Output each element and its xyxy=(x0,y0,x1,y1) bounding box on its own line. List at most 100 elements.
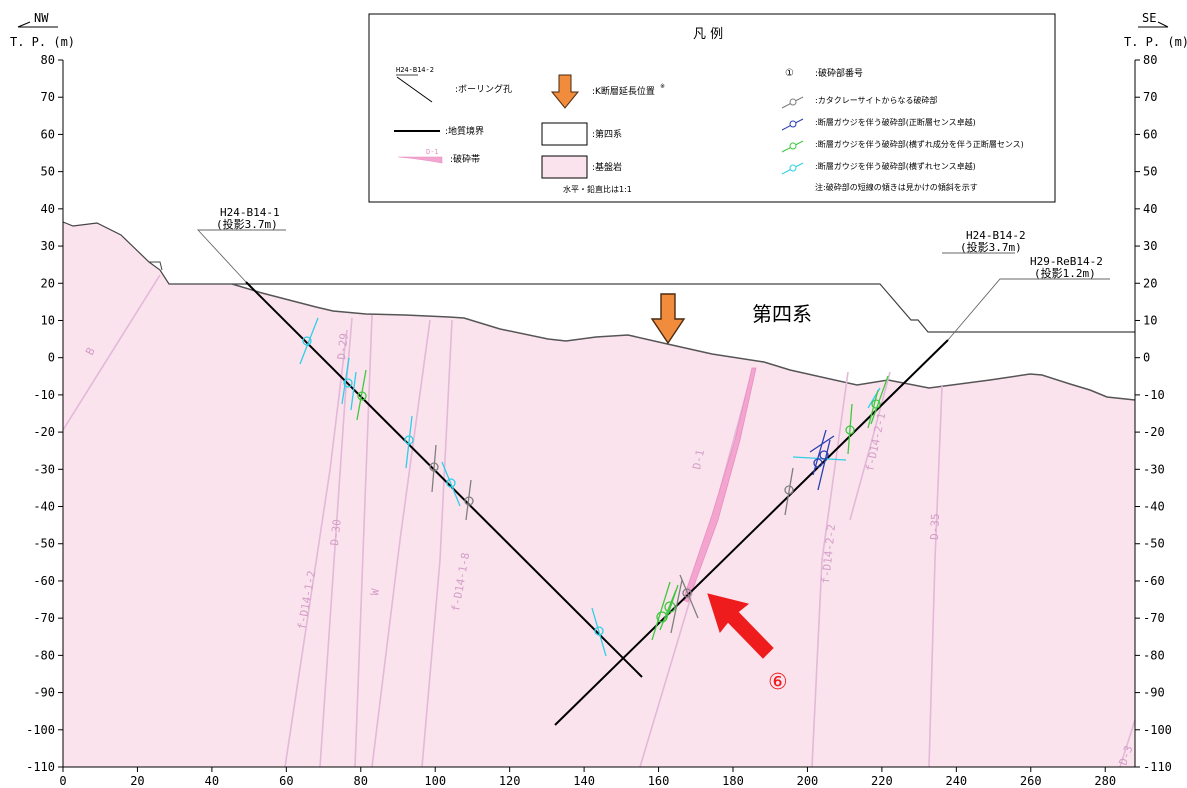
x-tick-label: 100 xyxy=(424,774,446,788)
red-arrow xyxy=(707,593,774,659)
borehole-leaders xyxy=(196,229,1110,341)
y-tick-label-right: 0 xyxy=(1143,351,1150,365)
y-tick-label-right: -50 xyxy=(1143,537,1165,551)
x-tick-label: 160 xyxy=(648,774,670,788)
marker-circle xyxy=(656,611,668,623)
marker-label: ⑥ xyxy=(768,670,788,695)
header-left: NW T. P. (m) xyxy=(10,11,75,49)
y-tick-label-right: -80 xyxy=(1143,648,1165,662)
fault-label-d35: D-35 xyxy=(928,513,942,540)
fault-line-d35 xyxy=(928,385,943,768)
x-tick-label: 140 xyxy=(573,774,595,788)
borehole-label-2-name: H24-B14-2 xyxy=(966,229,1026,242)
marker-circle xyxy=(819,450,829,460)
marker-circle xyxy=(871,399,881,409)
y-tick-label-left: 60 xyxy=(41,127,55,141)
y-tick-label-right: -90 xyxy=(1143,686,1165,700)
y-tick-label-left: -50 xyxy=(33,537,55,551)
fault-label-d30: D-30 xyxy=(328,519,344,547)
marker-circle xyxy=(464,496,474,506)
borehole-label-3-name: H29-ReB14-2 xyxy=(1030,255,1103,268)
y-tick-label-left: 70 xyxy=(41,90,55,104)
marker-gray xyxy=(465,479,472,521)
marker-cyan xyxy=(350,371,357,411)
y-tick-label-left: -60 xyxy=(33,574,55,588)
marker-cyan xyxy=(299,317,319,365)
borehole-label-1-proj: (投影3.7m) xyxy=(216,217,278,231)
marker-green xyxy=(651,581,671,641)
y-tick-label-left: 40 xyxy=(41,202,55,216)
legend-k-note: ※ xyxy=(660,83,665,90)
y-tick-label-left: -30 xyxy=(33,462,55,476)
legend-box xyxy=(368,13,1056,203)
fault-line-d29 xyxy=(319,317,353,768)
y-tick-label-right: 40 xyxy=(1143,202,1157,216)
fault-line-d3 xyxy=(1119,719,1136,768)
quaternary-step-line xyxy=(149,261,163,271)
y-tick-label-left: -70 xyxy=(33,611,55,625)
marker-blue xyxy=(812,429,827,476)
y-tick-label-left: -100 xyxy=(26,723,55,737)
y-tick-label-left: -80 xyxy=(33,648,55,662)
legend-title: 凡 例 xyxy=(693,27,723,42)
y-tick-label-left: 0 xyxy=(48,351,55,365)
bedrock-area xyxy=(63,222,1135,767)
x-tick-label: 180 xyxy=(722,774,744,788)
y-tick-label-left: 30 xyxy=(41,239,55,253)
marker-cyan xyxy=(341,357,350,405)
y-tick-label-left: -90 xyxy=(33,686,55,700)
y-tick-label-right: -60 xyxy=(1143,574,1165,588)
marker-green xyxy=(847,403,853,455)
k-fault-arrow xyxy=(650,293,686,345)
borehole-h24-b14-1 xyxy=(245,281,643,678)
legend-k-label: :K断層延長位置 xyxy=(592,85,655,97)
y-tick-label-right: -20 xyxy=(1143,425,1165,439)
y-tick-label-left: -10 xyxy=(33,388,55,402)
y-tick-label-right: 60 xyxy=(1143,127,1157,141)
x-tick-label: 40 xyxy=(205,774,219,788)
x-tick-label: 280 xyxy=(1094,774,1116,788)
borehole-label-1-name: H24-B14-1 xyxy=(220,206,280,219)
legend-borehole-sample: H24-B14-2 xyxy=(396,66,434,74)
fault-label-f22: f-D14-2-2 xyxy=(819,524,838,585)
y-tick-label-right: 50 xyxy=(1143,165,1157,179)
legend-gouge-strike-label: :断層ガウジを伴う破砕部(横ずれセンス卓越) xyxy=(815,161,976,171)
marker-green xyxy=(356,369,367,421)
marker-green xyxy=(870,375,889,425)
y-tick-label-right: -100 xyxy=(1143,723,1172,737)
legend-bedrock-swatch xyxy=(541,155,588,179)
legend-zone-symbol: ① xyxy=(785,68,794,79)
x-tick-label: 80 xyxy=(354,774,368,788)
marker-circle xyxy=(682,588,692,598)
marker-circle xyxy=(784,485,794,495)
marker-cyan xyxy=(405,415,413,469)
y-tick-label-right: 70 xyxy=(1143,90,1157,104)
fault-label-w: W xyxy=(368,587,382,596)
marker-gray xyxy=(670,579,683,634)
y-tick-label-right: -70 xyxy=(1143,611,1165,625)
header-right: SE T. P. (m) xyxy=(1124,11,1187,49)
bedrock-top-line xyxy=(231,283,1136,401)
left-axis-label: T. P. (m) xyxy=(10,35,75,49)
fracture-markers xyxy=(299,317,889,657)
marker-circle xyxy=(343,378,353,388)
marker-circle xyxy=(446,478,456,488)
legend-boundary-label: :地質境界 xyxy=(445,125,484,137)
se-label: SE xyxy=(1142,11,1156,25)
x-tick-label: 260 xyxy=(1020,774,1042,788)
marker-green xyxy=(867,389,879,429)
legend-gouge-normal-label: :断層ガウジを伴う破砕部(正断層センス卓越) xyxy=(815,117,976,127)
fault-line-w xyxy=(354,314,373,768)
fault-label-d29: D-29 xyxy=(335,333,351,361)
x-tick-label: 220 xyxy=(871,774,893,788)
fault-line-f8 xyxy=(371,319,431,768)
nw-label: NW xyxy=(34,11,49,25)
y-tick-label-left: 50 xyxy=(41,165,55,179)
fault-line-f22 xyxy=(811,371,849,768)
legend-borehole-label: :ボーリング孔 xyxy=(455,83,512,95)
marker-gray xyxy=(431,444,437,493)
fault-label-d1: D-1 xyxy=(690,448,707,470)
marker-circle xyxy=(302,336,312,346)
